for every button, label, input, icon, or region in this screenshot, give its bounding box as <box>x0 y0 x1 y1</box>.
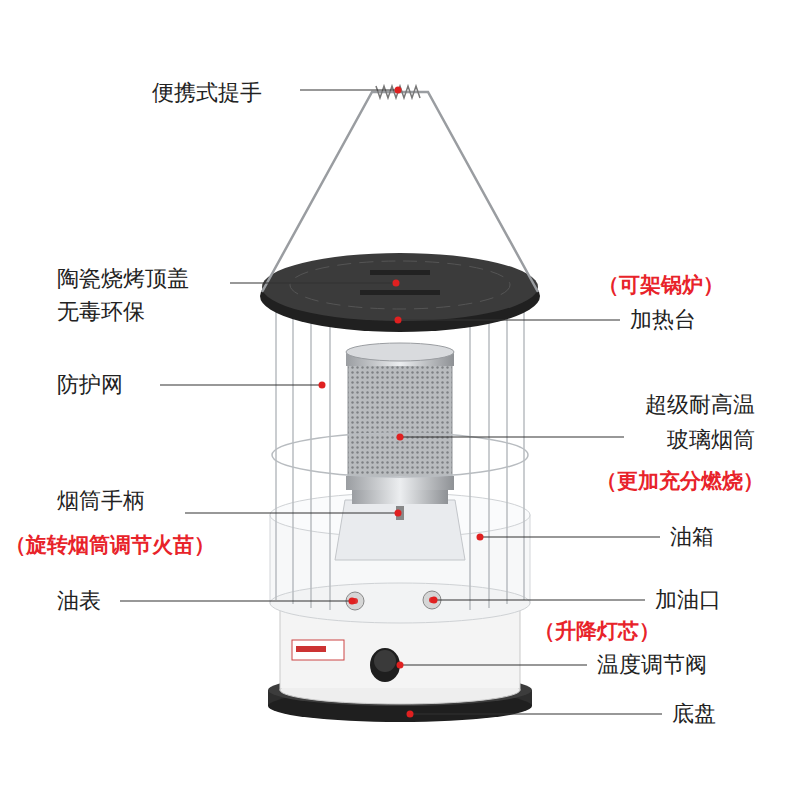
feature-note: （升降灯芯） <box>534 616 660 646</box>
part-label: 油表 <box>57 586 101 616</box>
part-label: 超级耐高温 玻璃烟筒 <box>632 387 755 457</box>
part-label: 加热台 <box>630 305 696 335</box>
feature-note: （旋转烟筒调节火苗） <box>5 530 215 560</box>
carry-handle <box>262 86 538 292</box>
leader-dots <box>319 87 484 718</box>
part-label: 防护网 <box>57 370 123 400</box>
leader-lines <box>120 90 662 714</box>
part-label: 温度调节阀 <box>597 650 707 680</box>
feature-note: （可架锅炉） <box>598 270 724 300</box>
part-label: 底盘 <box>672 699 716 729</box>
chimney <box>335 343 465 560</box>
feature-note: （更加充分燃烧） <box>596 466 764 496</box>
part-label: 加油口 <box>655 585 721 615</box>
part-label: 便携式提手 <box>152 78 262 108</box>
part-label: 陶瓷烧烤顶盖 无毒环保 <box>57 262 196 328</box>
part-label: 油箱 <box>670 522 714 552</box>
part-label: 烟筒手柄 <box>57 486 145 516</box>
guard-cage <box>272 285 528 610</box>
